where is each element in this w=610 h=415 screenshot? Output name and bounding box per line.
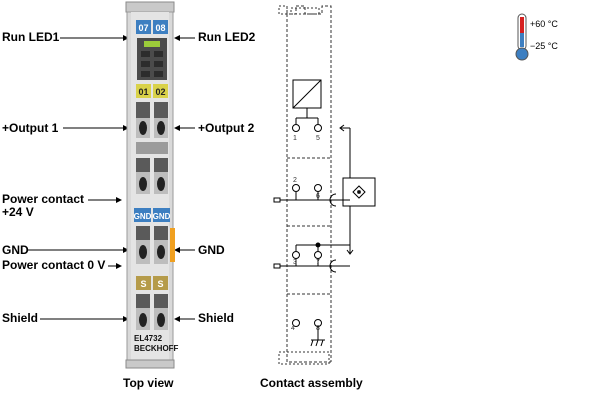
terminal-numbers: 1 5 2 6 3 7 4 8 [291, 135, 320, 332]
terminal-number-8: 8 [316, 325, 320, 332]
caption-contact-assembly: Contact assembly [260, 376, 363, 390]
terminal-number-4: 4 [291, 325, 295, 332]
terminal-number-3: 3 [293, 259, 297, 266]
gnd-tab-right [153, 208, 170, 222]
terminal-number-7: 7 [316, 259, 320, 266]
terminal-row-3 [136, 158, 168, 194]
terminal-number-2: 2 [293, 177, 297, 184]
terminal-number-5: 5 [316, 135, 320, 142]
gnd-tab-label-left: GND [134, 212, 152, 221]
label-output2: +Output 2 [198, 121, 255, 135]
label-power-contact-24v-line1: Power contact [2, 192, 85, 206]
orange-power-contact [170, 228, 175, 262]
label-gnd-left: GND [2, 243, 29, 257]
module-model: EL4732 [134, 334, 163, 343]
contact-assembly [273, 5, 376, 365]
label-gnd-right: GND [198, 243, 225, 257]
label-shield-left: Shield [2, 311, 39, 325]
shield-tab-right [153, 276, 168, 290]
label-shield-right: Shield [198, 311, 235, 325]
shield-label-left: S [140, 279, 146, 289]
label-run-led1: Run LED1 [2, 30, 60, 44]
output-tab-01 [136, 84, 151, 98]
terminal-module: 07 08 01 02 [125, 1, 179, 369]
gnd-tab-label-right: GND [153, 212, 171, 221]
temp-min-label: −25 °C [530, 41, 558, 51]
temp-max-label: +60 °C [530, 19, 558, 29]
terminal-row-5 [136, 294, 168, 330]
led-label-08: 08 [155, 23, 165, 33]
output-label-02: 02 [155, 87, 165, 97]
led-label-07: 07 [138, 23, 148, 33]
thermometer-icon [515, 13, 529, 61]
led-green [144, 41, 160, 47]
output-tab-02 [153, 84, 168, 98]
led-tab-08 [153, 20, 168, 34]
label-run-led2: Run LED2 [198, 30, 256, 44]
isolator-box [342, 177, 376, 207]
label-output1: +Output 1 [2, 121, 59, 135]
gnd-tab-left [134, 208, 151, 222]
led-tab-07 [136, 20, 151, 34]
label-power-contact-24v-line2: +24 V [2, 205, 34, 219]
terminal-row-1 [136, 102, 168, 138]
terminal-row-4 [136, 226, 168, 264]
label-power-contact-0v: Power contact 0 V [2, 258, 106, 272]
terminal-number-6: 6 [316, 193, 320, 200]
output-label-01: 01 [138, 87, 148, 97]
terminal-row-2 [136, 142, 168, 154]
module-brand: BECKHOFF [134, 344, 179, 353]
terminal-number-1: 1 [293, 135, 297, 142]
shield-label-right: S [157, 279, 163, 289]
shield-tab-left [136, 276, 151, 290]
caption-top-view: Top view [123, 376, 174, 390]
